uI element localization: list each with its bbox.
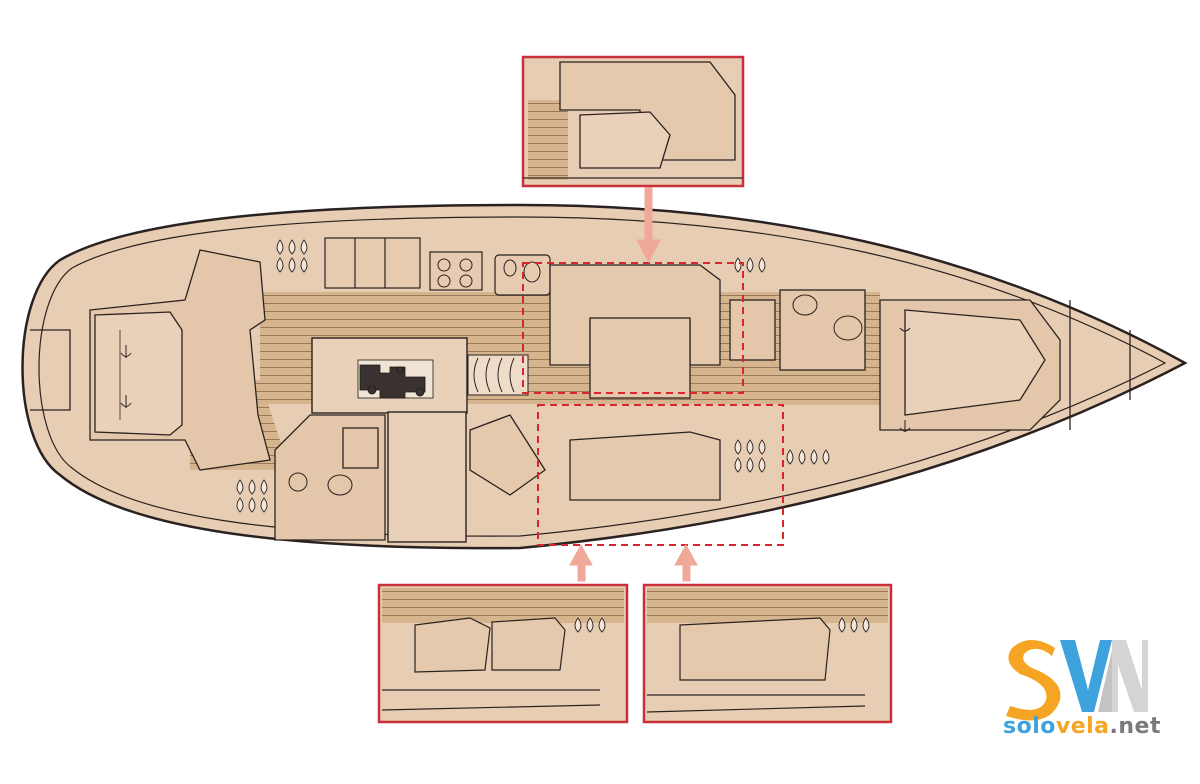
inset-bottom-left: [377, 583, 629, 724]
companionway-steps: [467, 354, 529, 396]
aft-head: [274, 414, 386, 541]
stove-icon: [437, 258, 473, 288]
logo-part-solo: solo: [1003, 714, 1056, 739]
forward-head: [729, 289, 866, 371]
logo-part-net: .net: [1109, 714, 1161, 739]
logo-wordmark: solovela.net: [1003, 714, 1161, 739]
anchor-icon: [899, 320, 911, 432]
toilet-icon: [288, 472, 353, 496]
forward-cabin: [879, 299, 1131, 431]
galley: [324, 237, 551, 296]
highlight-area-top: [522, 262, 744, 394]
life-jacket-icon: [734, 257, 830, 473]
inset-top: [521, 55, 745, 188]
aft-cabin: [30, 249, 271, 471]
anchor-icon: [120, 345, 132, 408]
arrow-down-icon: [636, 187, 661, 264]
highlight-area-bottom: [537, 404, 784, 546]
engine-compartment: [311, 337, 468, 543]
logo-part-vela: vela: [1055, 714, 1110, 739]
engine-icon: [357, 359, 434, 399]
inset-bottom-right: [642, 583, 893, 724]
saloon: [469, 264, 721, 501]
sink-icon: [792, 294, 863, 341]
logo-mark: [1006, 640, 1148, 721]
life-jacket-icon: [236, 239, 308, 513]
arrow-up-icon: [569, 543, 698, 582]
